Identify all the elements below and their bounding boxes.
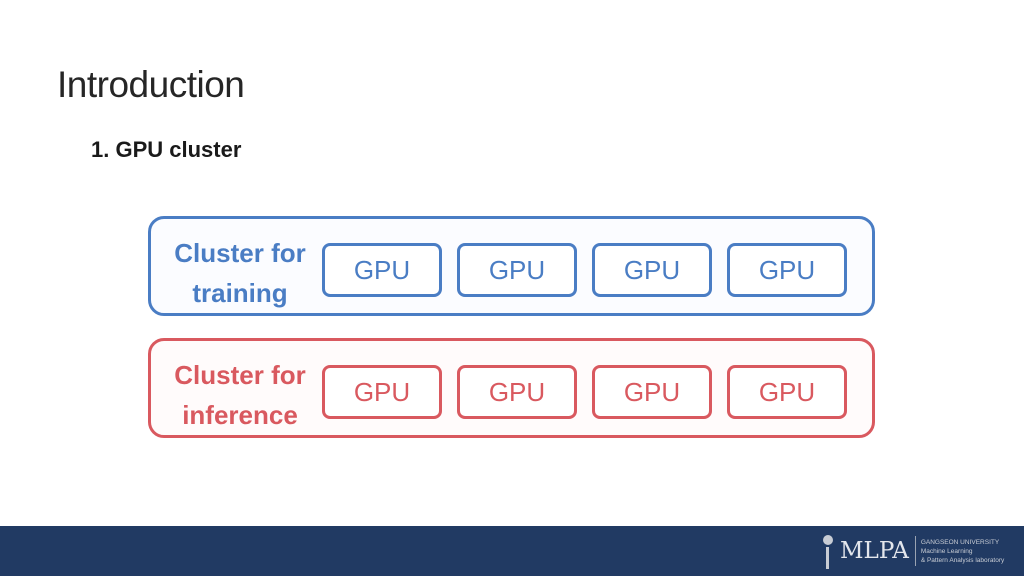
training-gpu-1: GPU (322, 243, 442, 297)
inference-cluster-label: Cluster for inference (165, 355, 315, 435)
training-cluster: Cluster for training GPU GPU GPU GPU (148, 216, 875, 316)
footer-bar (0, 526, 1024, 576)
training-gpu-3: GPU (592, 243, 712, 297)
logo-university: GANGSEON UNIVERSITY (920, 538, 1000, 546)
logo-lab-line2: & Pattern Analysis laboratory (920, 556, 1005, 564)
inference-gpu-1: GPU (322, 365, 442, 419)
training-label-line1: Cluster for (174, 238, 306, 268)
training-gpu-4: GPU (727, 243, 847, 297)
logo-mark-icon (820, 533, 838, 569)
inference-cluster: Cluster for inference GPU GPU GPU GPU (148, 338, 875, 438)
inference-label-line2: inference (182, 400, 298, 430)
logo-divider (914, 536, 916, 566)
inference-gpu-4: GPU (727, 365, 847, 419)
logo-text: MLPA (840, 538, 909, 564)
logo-lab-line1: Machine Learning (920, 547, 973, 555)
mlpa-logo: MLPA GANGSEON UNIVERSITY Machine Learnin… (820, 529, 1010, 573)
logo-lab-name: GANGSEON UNIVERSITY Machine Learning & P… (921, 538, 1004, 565)
inference-gpu-2: GPU (457, 365, 577, 419)
training-cluster-label: Cluster for training (165, 233, 315, 313)
training-label-line2: training (192, 278, 288, 308)
inference-gpu-3: GPU (592, 365, 712, 419)
section-subtitle: 1. GPU cluster (91, 137, 242, 162)
inference-label-line1: Cluster for (174, 360, 306, 390)
training-gpu-2: GPU (457, 243, 577, 297)
slide-title: Introduction (57, 64, 245, 105)
